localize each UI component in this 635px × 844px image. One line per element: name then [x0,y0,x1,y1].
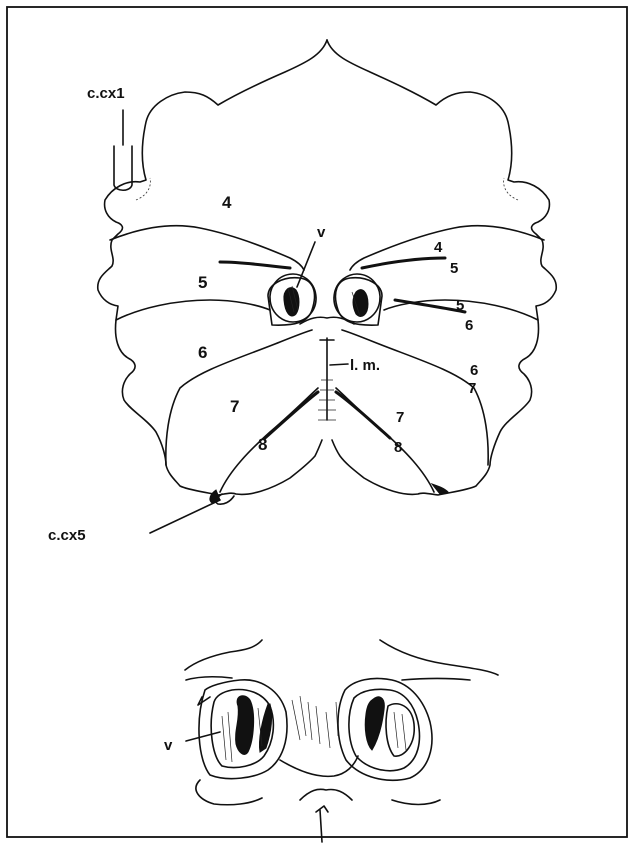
label-sternite-6-left: 6 [198,343,207,362]
sternum-outline [98,40,557,504]
vulvae-detail [185,640,498,842]
label-suture-5b-right: 5 [456,297,464,314]
label-v-top: v [317,224,326,241]
vulva-left [267,271,319,325]
label-suture-6a-right: 6 [465,317,473,334]
label-c-cx5: c.cx5 [48,527,86,544]
label-sternite-7-left: 7 [230,397,239,416]
leader-v-bottom [186,732,220,741]
label-v-bottom: v [164,737,173,754]
label-suture-7a-right: 7 [468,380,476,397]
label-suture-7b-right: 7 [396,409,404,426]
median-line [318,338,336,420]
label-sternite-4-left: 4 [222,193,232,212]
label-suture-4-right: 4 [434,239,443,256]
label-suture-8-right: 8 [394,439,402,456]
label-suture-6b-right: 6 [470,362,478,379]
label-sternite-8-left: 8 [258,435,267,454]
label-suture-5a-right: 5 [450,260,458,277]
label-sternite-5-left: 5 [198,273,207,292]
leader-cx5 [150,500,220,533]
label-c-cx1: c.cx1 [87,85,125,102]
leader-lm [330,364,348,365]
vulva-right [331,271,383,325]
label-l-m: l. m. [350,357,380,374]
